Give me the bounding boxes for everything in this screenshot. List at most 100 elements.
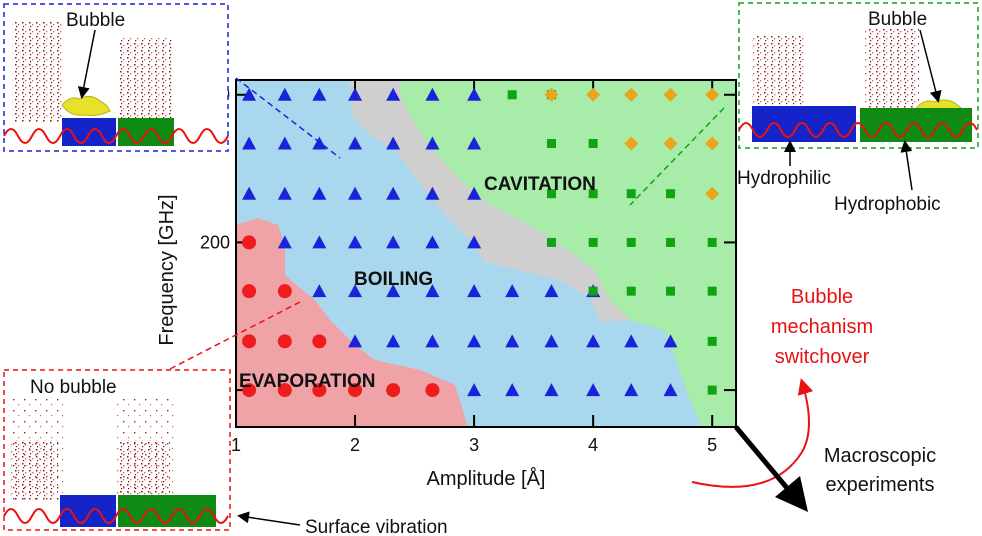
inset-top-right-label: Bubble <box>868 9 927 30</box>
switchover-arrow <box>691 378 814 488</box>
diamond-marker <box>624 136 639 151</box>
y-axis-label: Frequency [GHz] <box>156 194 178 345</box>
triangle-marker <box>624 334 639 348</box>
macroscopic-arrowhead <box>775 476 808 512</box>
triangle-marker <box>348 87 363 101</box>
triangle-marker <box>277 136 292 150</box>
triangle-marker <box>348 235 363 249</box>
square-marker <box>707 237 717 247</box>
square-marker <box>666 237 676 247</box>
triangle-marker <box>425 284 440 298</box>
triangle-marker <box>242 186 257 200</box>
triangle-marker <box>624 383 639 397</box>
plot-frame <box>235 79 737 428</box>
square-marker <box>626 286 636 296</box>
region-evaporation <box>236 218 468 427</box>
water-column-right <box>120 440 170 500</box>
diamond-marker <box>586 87 601 102</box>
circle-marker <box>242 284 257 299</box>
triangle-marker <box>277 235 292 249</box>
phase-regions <box>236 80 736 427</box>
triangle-marker <box>348 136 363 150</box>
triangle-marker <box>467 284 482 298</box>
diamond-marker <box>544 87 559 102</box>
water-column-left <box>12 22 62 122</box>
region-label-boiling: BOILING <box>354 269 433 290</box>
triangle-marker <box>505 284 520 298</box>
square-marker <box>707 286 717 296</box>
macroscopic-arrow <box>734 425 794 496</box>
triangle-marker <box>425 186 440 200</box>
circle-marker <box>242 334 257 349</box>
triangle-marker <box>544 334 559 348</box>
circle-marker <box>277 284 292 299</box>
water-column-right <box>120 38 172 124</box>
triangle-marker <box>425 334 440 348</box>
inset-connector-top-right <box>629 107 725 206</box>
square-marker <box>666 286 676 296</box>
circle-marker <box>425 383 440 398</box>
surface-vibration-wave <box>3 508 229 524</box>
triangle-marker <box>544 284 559 298</box>
triangle-marker <box>348 334 363 348</box>
surface-vibration-label: Surface vibration <box>305 517 448 536</box>
circle-marker <box>277 334 292 349</box>
square-marker <box>546 237 556 247</box>
square-marker <box>507 90 517 100</box>
x-axis-label: Amplitude [Å] <box>427 467 546 490</box>
triangle-marker <box>348 186 363 200</box>
diamond-marker <box>705 186 720 201</box>
switchover-line-2: mechanism <box>771 316 873 338</box>
y-tick-label: 200 <box>200 232 230 252</box>
triangle-marker <box>586 383 601 397</box>
triangle-marker <box>242 136 257 150</box>
triangle-marker <box>467 87 482 101</box>
x-tick-label: 4 <box>588 435 598 455</box>
x-tick-label: 5 <box>707 435 717 455</box>
square-marker <box>626 237 636 247</box>
triangle-marker <box>386 186 401 200</box>
square-marker <box>707 385 717 395</box>
water-column-right <box>865 28 919 110</box>
triangle-marker <box>312 284 327 298</box>
water-column-left <box>752 35 806 120</box>
square-marker <box>588 138 598 148</box>
triangle-marker <box>586 334 601 348</box>
triangle-marker <box>505 383 520 397</box>
circle-marker <box>242 235 257 250</box>
triangle-marker <box>467 136 482 150</box>
hydrophobic-pointer <box>900 140 913 191</box>
square-marker <box>546 189 556 199</box>
triangle-marker <box>312 186 327 200</box>
macroscopic-line-1: Macroscopic <box>824 445 936 467</box>
square-marker <box>546 138 556 148</box>
triangle-marker <box>505 334 520 348</box>
data-markers <box>242 87 720 398</box>
triangle-marker <box>425 136 440 150</box>
region-transition <box>350 80 630 322</box>
square-marker <box>588 286 598 296</box>
switchover-line-3: switchover <box>775 346 870 368</box>
region-label-cavitation: CAVITATION <box>484 174 596 195</box>
square-marker <box>626 189 636 199</box>
square-marker <box>588 237 598 247</box>
square-marker <box>588 189 598 199</box>
circle-marker <box>348 383 363 398</box>
inset-bottom-left-label: No bubble <box>30 377 117 398</box>
triangle-marker <box>663 334 678 348</box>
diamond-marker <box>663 87 678 102</box>
triangle-marker <box>386 235 401 249</box>
circle-marker <box>312 383 327 398</box>
region-cavitation <box>400 80 736 427</box>
triangle-marker <box>467 186 482 200</box>
triangle-marker <box>386 87 401 101</box>
inset-connector-top-left <box>235 77 341 159</box>
region-label-evaporation: EVAPORATION <box>239 371 376 392</box>
circle-marker <box>312 334 327 349</box>
inset-top-right: Bubble <box>738 2 979 149</box>
macroscopic-line-2: experiments <box>826 474 935 496</box>
diamond-marker <box>663 136 678 151</box>
circle-marker <box>277 383 292 398</box>
triangle-marker <box>425 87 440 101</box>
surface-vibration-wave <box>738 122 978 138</box>
